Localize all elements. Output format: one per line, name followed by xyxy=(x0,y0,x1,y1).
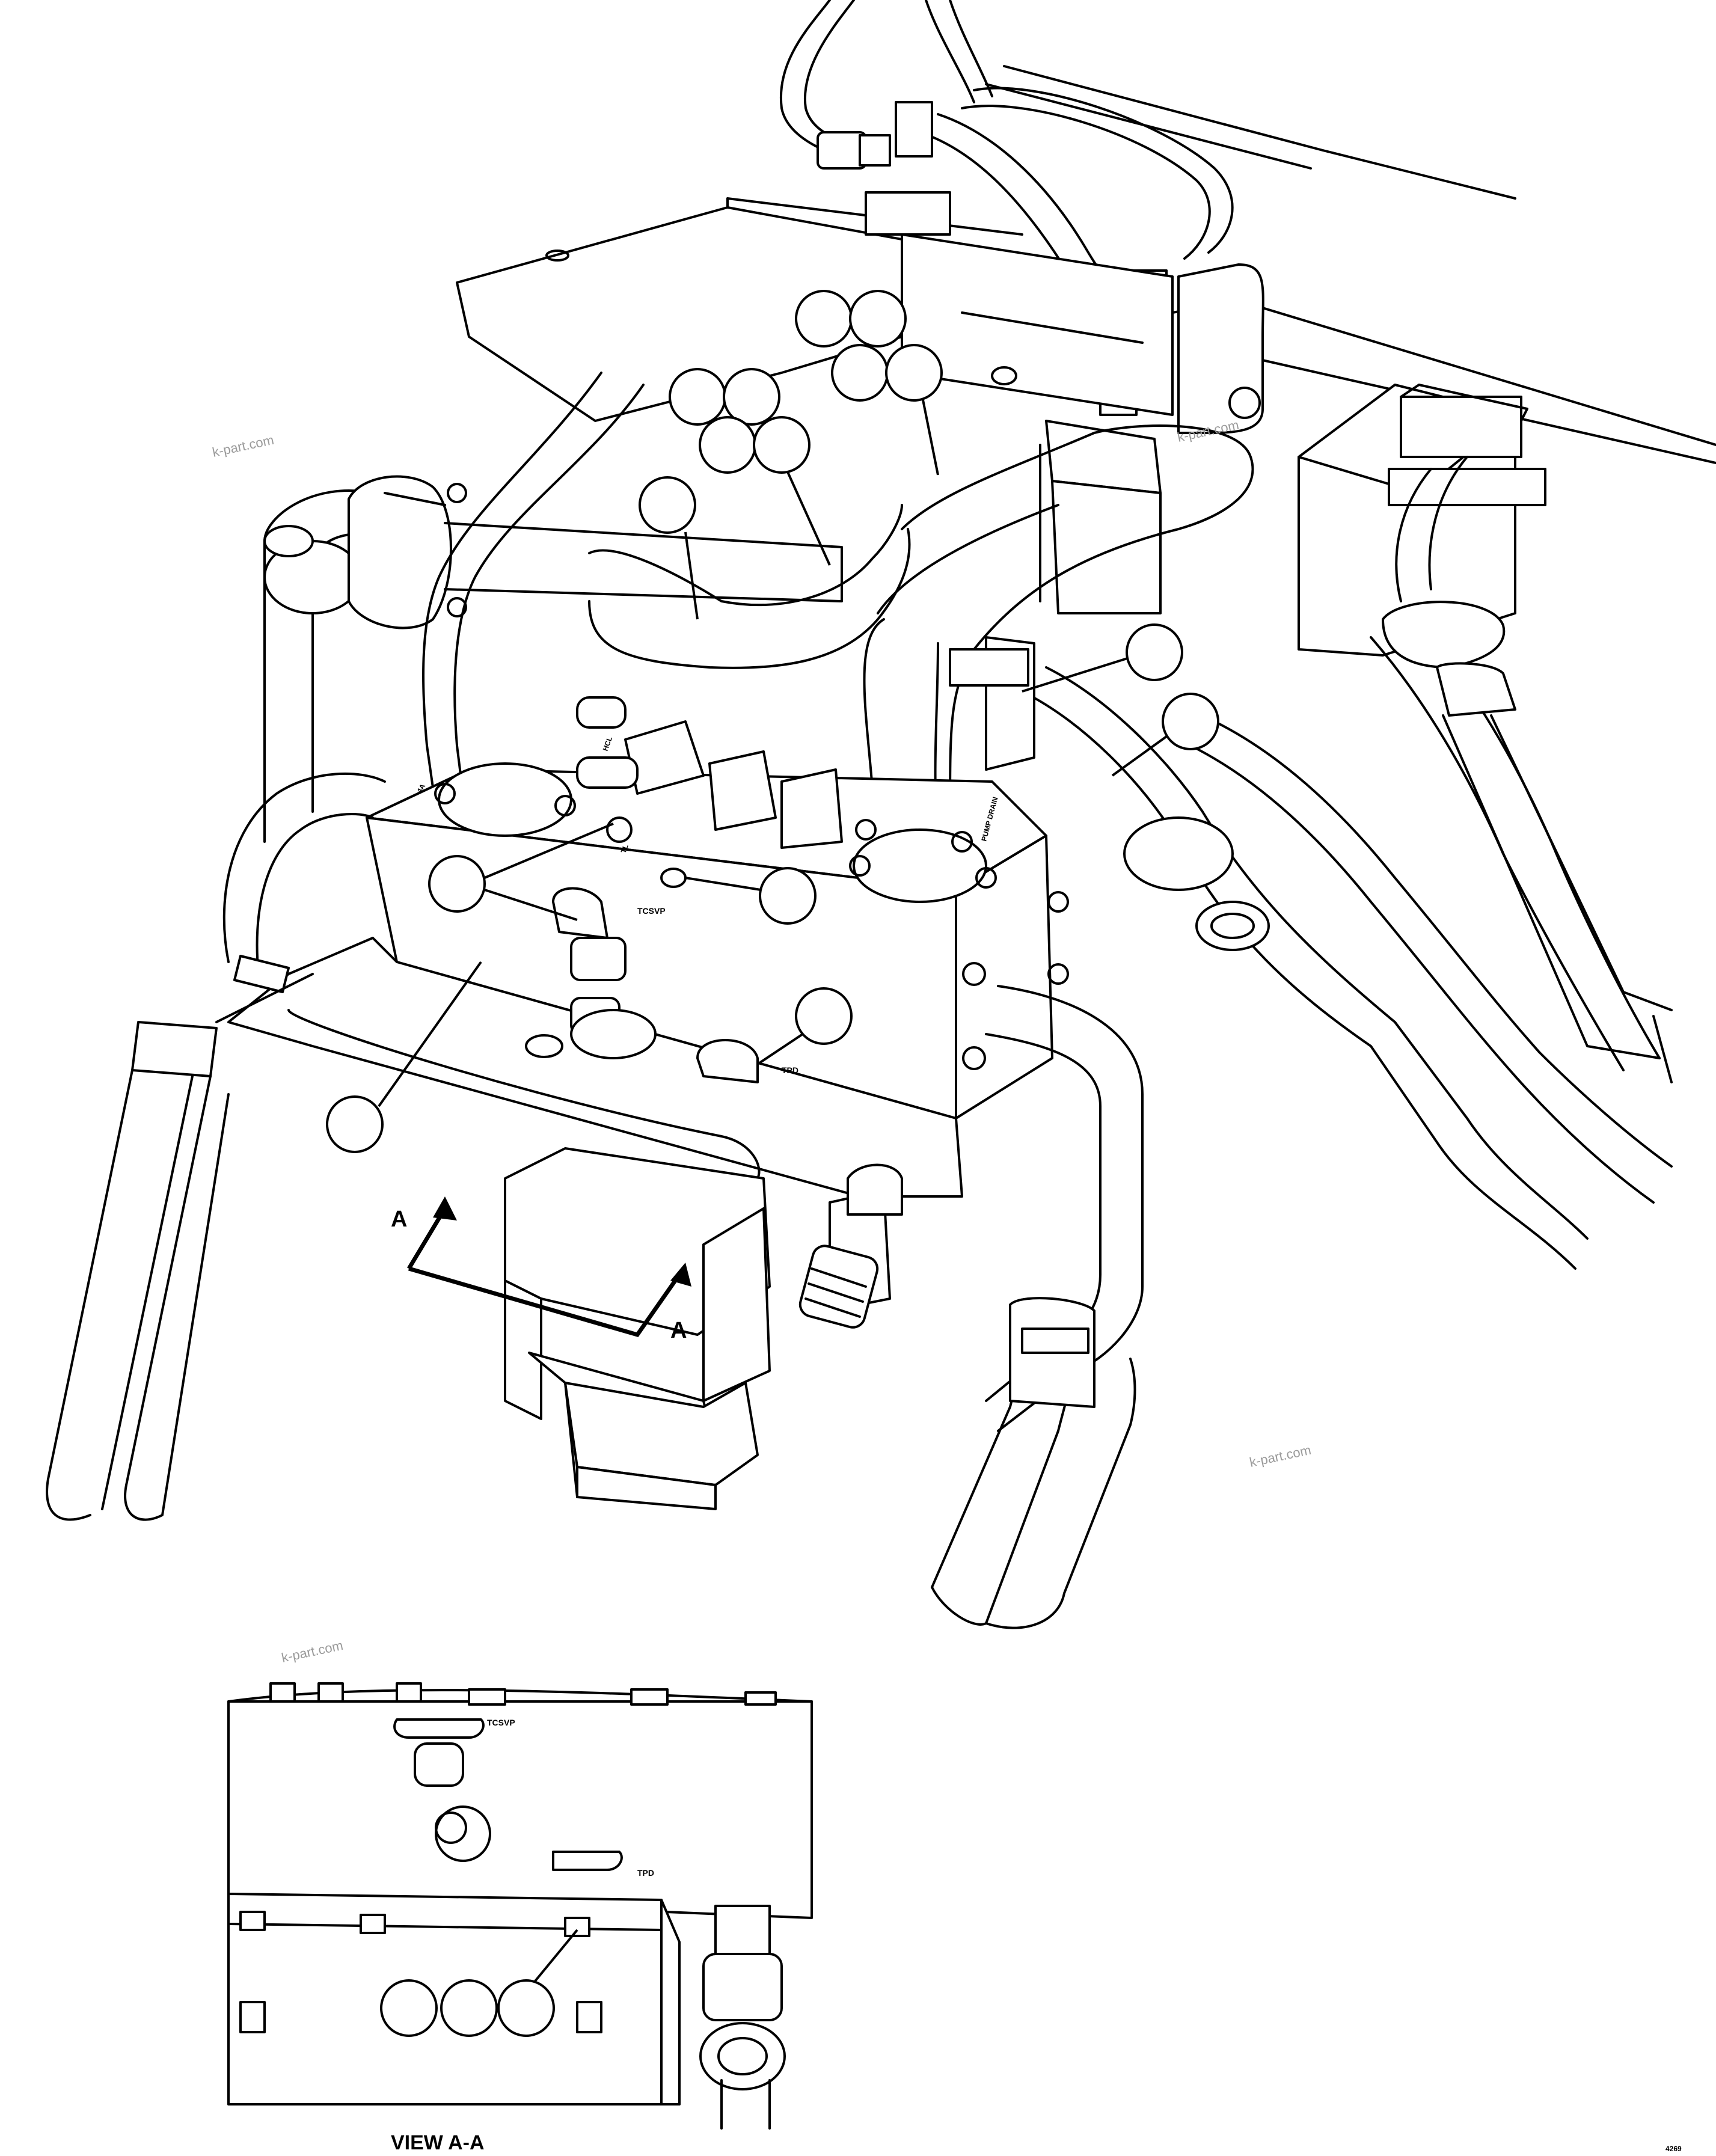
callout-balloon xyxy=(669,368,726,426)
watermark: k-part.com xyxy=(280,1638,345,1665)
callout-balloon xyxy=(795,987,853,1045)
watermark: k-part.com xyxy=(211,432,275,460)
tpd-label: TPD xyxy=(782,1065,798,1075)
leader-line xyxy=(756,1033,804,1065)
leader-line xyxy=(378,961,482,1107)
upper-hoses xyxy=(779,0,1516,416)
callout-balloon xyxy=(885,344,943,402)
svg-text:HCL: HCL xyxy=(601,735,614,752)
lower-hoses xyxy=(931,985,1144,1629)
callout-balloon xyxy=(497,1979,555,2037)
pump-body xyxy=(901,233,1264,614)
svg-text:4A: 4A xyxy=(415,782,427,795)
left-elbow-pipe xyxy=(263,475,843,843)
callout-balloon xyxy=(1126,623,1183,681)
callout-balloon xyxy=(831,344,889,402)
detail-tcsvp-label: TCSVP xyxy=(487,1718,515,1727)
leader-line xyxy=(685,877,761,891)
callouts-main xyxy=(326,290,1219,1153)
watermark: k-part.com xyxy=(1248,1442,1313,1470)
callout-balloon xyxy=(759,867,817,925)
callout-balloon xyxy=(326,1095,384,1153)
lower-housing xyxy=(504,1147,903,1510)
callout-balloon xyxy=(753,416,811,474)
leader-line xyxy=(1111,735,1168,777)
callout-balloon xyxy=(639,476,696,534)
callout-balloon xyxy=(699,416,756,474)
leader-line xyxy=(534,1929,578,1982)
callout-balloon xyxy=(849,290,907,348)
svg-text:TL: TL xyxy=(619,843,630,854)
u-pipe xyxy=(422,372,1254,855)
callout-balloon xyxy=(1162,693,1219,750)
leader-line xyxy=(1022,657,1128,693)
left-long-hoses xyxy=(46,772,386,1521)
right-bracket xyxy=(1298,384,1546,657)
tcsvp-label: TCSVP xyxy=(637,906,666,916)
leader-line xyxy=(684,531,699,620)
callout-balloon xyxy=(440,1979,498,2037)
leader-line xyxy=(922,399,939,476)
leader-line xyxy=(484,889,578,921)
section-letter-left: A xyxy=(391,1207,407,1232)
section-letter-right: A xyxy=(670,1318,687,1343)
leader-line xyxy=(484,822,614,879)
section-arrows: A A xyxy=(391,1196,691,1343)
callout-balloon xyxy=(428,855,486,913)
leader-line xyxy=(786,471,831,566)
callout-balloon xyxy=(795,290,853,348)
detail-view-title: VIEW A-A xyxy=(391,2131,485,2154)
detail-tpd-label: TPD xyxy=(637,1868,654,1878)
callout-balloon xyxy=(380,1979,438,2037)
drawing-number: 4269 xyxy=(1665,2145,1682,2153)
detail-view-a-a: TCSVP TPD VIEW A-A xyxy=(227,1682,813,2154)
callout-balloon xyxy=(723,368,780,426)
right-hoses xyxy=(949,456,1673,1270)
